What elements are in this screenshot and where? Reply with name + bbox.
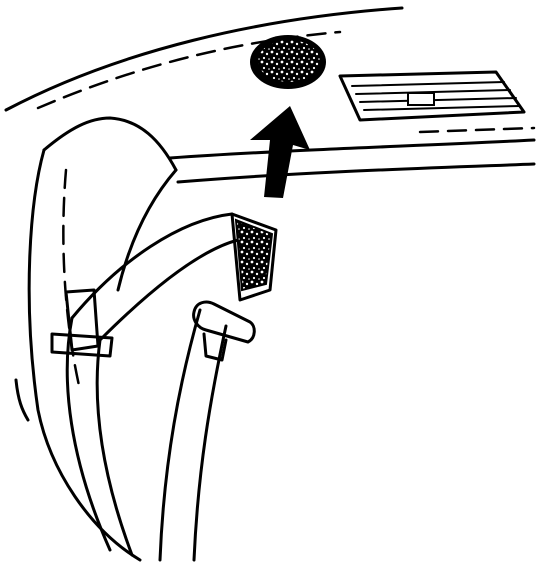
belt-clip-right — [192, 300, 256, 362]
roof-edge — [4, 6, 404, 112]
clip-plug — [250, 35, 326, 89]
vent-grille — [338, 70, 526, 122]
roof-rail — [168, 126, 536, 184]
pillar-panel — [14, 116, 178, 562]
seat-belt-strap — [65, 212, 278, 562]
belt-guide-left — [50, 288, 114, 358]
